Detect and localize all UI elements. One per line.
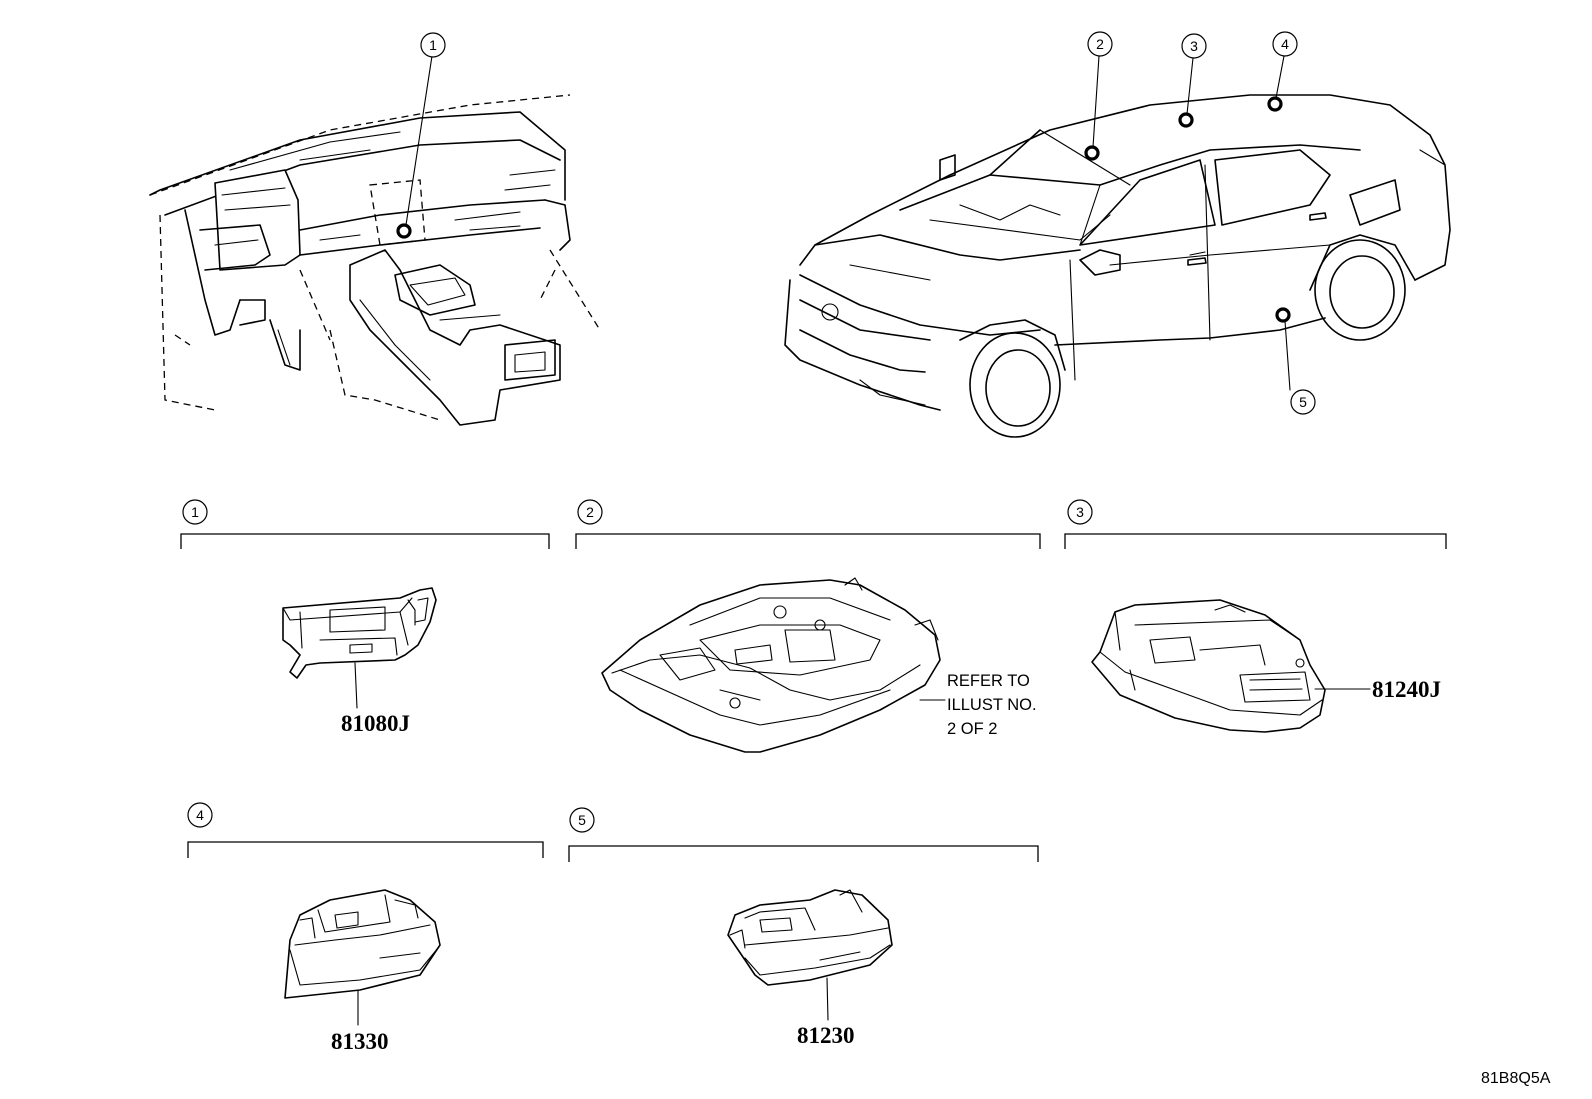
svg-text:5: 5	[1299, 394, 1307, 410]
svg-text:1: 1	[429, 37, 437, 53]
callout-top-4: 4	[1272, 31, 1298, 57]
illust-page-text: 2 OF 2	[947, 720, 997, 738]
section-1: 1 81080J	[180, 499, 550, 736]
svg-text:2: 2	[1096, 36, 1104, 52]
section-2-callout: 2	[586, 504, 594, 520]
part-number-81330: 81330	[331, 1029, 389, 1054]
section-1-callout: 1	[191, 504, 199, 520]
section-5: 5 81230	[568, 807, 1039, 1048]
part-number-81080j: 81080J	[341, 711, 410, 736]
illust-no-text: ILLUST NO.	[947, 696, 1037, 714]
callout-top-2: 2	[1087, 31, 1113, 57]
callout-top-1: 1	[420, 32, 446, 58]
section-3-callout: 3	[1076, 504, 1084, 520]
part-81080j-drawing	[282, 587, 437, 679]
refer-to-text: REFER TO	[947, 672, 1030, 690]
vehicle-illustration	[784, 94, 1451, 438]
callout-top-3: 3	[1181, 33, 1207, 59]
part-81240j-drawing	[1091, 599, 1326, 733]
svg-text:3: 3	[1190, 38, 1198, 54]
part-number-81240j: 81240J	[1372, 677, 1441, 702]
part-81330-drawing	[284, 889, 441, 999]
leader-lines	[405, 55, 1291, 391]
part-81230-drawing	[727, 889, 893, 986]
section-4: 4 81330	[187, 802, 544, 1054]
callout-top-5: 5	[1290, 389, 1316, 415]
section-5-callout: 5	[578, 812, 586, 828]
diagram-code: 81B8Q5A	[1481, 1070, 1551, 1087]
part-number-81230: 81230	[797, 1023, 855, 1048]
section-4-callout: 4	[196, 807, 204, 823]
overhead-console-drawing	[601, 577, 941, 753]
section-2: 2 REFER TO ILLUST NO. 2 OF 2	[575, 499, 1041, 753]
section-3: 3 81240J	[1064, 499, 1447, 733]
svg-text:4: 4	[1281, 36, 1289, 52]
dashboard-illustration	[149, 94, 601, 426]
